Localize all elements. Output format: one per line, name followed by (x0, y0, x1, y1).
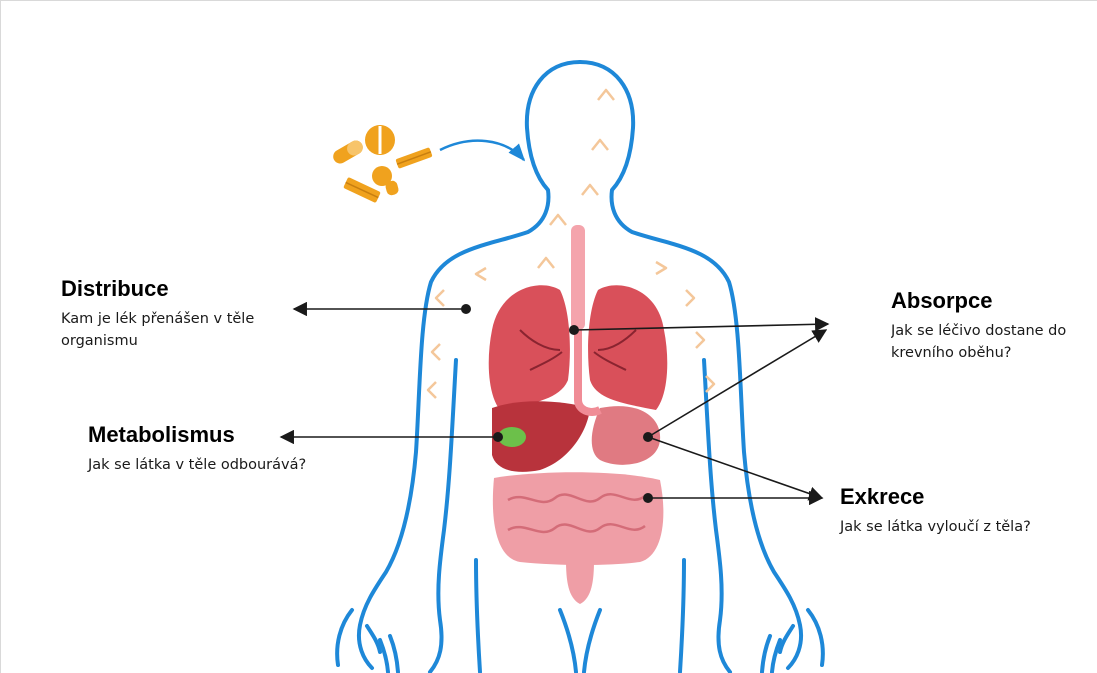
metabolismus-title: Metabolismus (88, 422, 378, 448)
distribuce-title: Distribuce (61, 276, 291, 302)
distribuce-label: Distribuce Kam je lék přenášen v těle or… (61, 276, 291, 352)
absorpce-title: Absorpce (891, 288, 1097, 314)
intestines-icon (493, 472, 664, 565)
absorpce-label: Absorpce Jak se léčivo dostane do krevní… (891, 288, 1097, 364)
trachea-icon (571, 225, 585, 330)
distribuce-description: Kam je lék přenášen v těle organismu (61, 308, 291, 352)
absorpce-description-line1: Jak se léčivo dostane do (891, 320, 1097, 342)
absorpce-description-line2: krevního oběhu? (891, 342, 1097, 364)
metabolismus-description: Jak se látka v těle odbourává? (88, 454, 378, 476)
rectum-icon (566, 560, 594, 604)
intake-arrow-icon (440, 141, 524, 160)
organs (489, 225, 668, 604)
lungs-icon (489, 285, 570, 410)
pills-icon (331, 125, 433, 203)
exkrece-arrow-top (648, 437, 822, 498)
exkrece-description: Jak se látka vyloučí z těla? (840, 516, 1050, 538)
exkrece-label: Exkrece Jak se látka vyloučí z těla? (840, 484, 1050, 538)
exkrece-title: Exkrece (840, 484, 1050, 510)
metabolismus-label: Metabolismus Jak se látka v těle odbourá… (88, 422, 378, 476)
